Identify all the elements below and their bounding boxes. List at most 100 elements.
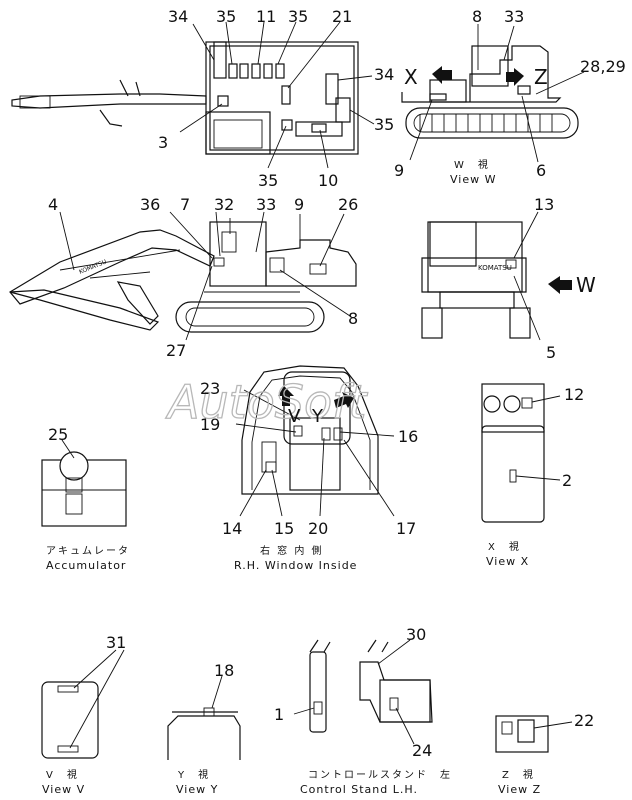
leader-12	[531, 395, 561, 403]
top-view-arm-cyl	[99, 79, 141, 127]
decal-11	[251, 63, 261, 79]
caption-view-v-jp: V 視	[46, 768, 79, 781]
leader-7	[215, 211, 221, 257]
leader-2829	[535, 71, 585, 95]
caption-view-y: View Y	[176, 783, 218, 796]
caption-view-y-jp: Y 視	[177, 768, 210, 781]
decal-13	[505, 259, 517, 269]
window-glass	[283, 371, 351, 445]
callout-34: 34	[168, 7, 188, 26]
callout-22: 22	[574, 711, 594, 730]
callout-27: 27	[166, 341, 186, 360]
callout-8b: 8	[348, 309, 358, 328]
callout-numbers: 34 35 11 35 21 34 35 3 35 10 8 33 28,29 …	[48, 7, 626, 760]
callout-9b: 9	[294, 195, 304, 214]
view-w-track-links	[419, 114, 553, 132]
arrow-v	[278, 386, 294, 406]
leader-1	[293, 707, 315, 715]
callout-28-29: 28,29	[580, 57, 626, 76]
callout-18: 18	[214, 661, 234, 680]
decal-8	[269, 257, 285, 273]
decal-16	[333, 427, 343, 441]
label-z: Z	[534, 65, 548, 89]
view-w-hood	[429, 79, 467, 103]
decal-9-w	[429, 93, 447, 101]
arrow-x	[432, 66, 452, 84]
callout-35d: 35	[258, 171, 278, 190]
leader-8b	[279, 269, 351, 317]
callout-21: 21	[332, 7, 352, 26]
leader-30	[377, 639, 411, 665]
caption-view-w: View W	[450, 173, 496, 186]
top-view-block	[213, 41, 227, 79]
callout-20: 20	[308, 519, 328, 538]
side-view-drawing	[9, 211, 357, 341]
view-x-panel-top	[481, 383, 545, 433]
decal-35b	[239, 63, 249, 79]
decal-19	[293, 425, 303, 437]
caption-view-w-jp: W 視	[454, 158, 490, 171]
rear-track-l	[421, 307, 443, 339]
caption-control-jp: コントロールスタンド 左	[308, 768, 452, 781]
window-lever	[261, 441, 277, 473]
side-track-inner	[185, 307, 315, 327]
caption-view-z-jp: Z 視	[502, 768, 535, 781]
callout-26: 26	[338, 195, 358, 214]
top-view-drawing	[11, 21, 375, 169]
brand-boom: KOMATSU	[78, 258, 108, 275]
callout-4: 4	[48, 195, 58, 214]
decal-21	[281, 85, 291, 105]
leader-3	[179, 103, 223, 133]
view-x-panel-bottom	[481, 425, 545, 523]
view-w-drawing	[401, 24, 585, 163]
decal-6	[517, 85, 531, 95]
control-stand-drawing	[293, 639, 433, 745]
view-y-frame	[167, 715, 241, 760]
decal-15	[265, 461, 277, 473]
callout-10: 10	[318, 171, 338, 190]
captions: W 視 View W X 視 View X アキュムレータ Accumulato…	[42, 158, 540, 796]
view-x-circle-2	[503, 395, 521, 413]
accum-body	[65, 477, 83, 493]
top-view-engine	[295, 121, 343, 137]
callout-9: 9	[394, 161, 404, 180]
leader-24	[395, 707, 415, 745]
callout-16: 16	[398, 427, 418, 446]
view-v-panel	[41, 681, 99, 759]
callout-15: 15	[274, 519, 294, 538]
decal-12	[521, 397, 533, 409]
brand-rear: KOMATSU	[478, 264, 512, 272]
callout-33b: 33	[256, 195, 276, 214]
decal-34b	[325, 73, 339, 105]
leader-34	[192, 23, 215, 61]
caption-window: R.H. Window Inside	[234, 559, 357, 572]
caption-view-x: View X	[486, 555, 529, 568]
leader-35e	[349, 109, 375, 125]
leader-2	[515, 475, 561, 481]
control-stand-body	[359, 661, 433, 723]
caption-control: Control Stand L.H.	[300, 783, 418, 796]
leader-5	[513, 275, 541, 341]
arrow-w	[548, 276, 572, 294]
side-arm	[9, 289, 160, 331]
label-v: V	[288, 406, 301, 427]
leader-19	[235, 423, 297, 433]
rear-counterweight	[421, 257, 527, 293]
caption-accumulator: Accumulator	[46, 559, 126, 572]
leader-15	[271, 469, 283, 517]
callout-17: 17	[396, 519, 416, 538]
leader-31a	[73, 649, 117, 689]
top-view-body-inner	[209, 45, 355, 151]
arrow-y	[334, 392, 354, 408]
top-view-bucket	[19, 95, 51, 109]
decal-35d	[275, 63, 285, 79]
callout-35a: 35	[216, 7, 236, 26]
top-view-cab	[205, 111, 271, 155]
leader-22	[533, 721, 573, 729]
view-v-decal-bottom	[57, 745, 79, 753]
callout-34b: 34	[374, 65, 394, 84]
leader-6	[521, 95, 539, 163]
caption-view-v: View V	[42, 783, 85, 796]
leader-31b	[69, 649, 125, 749]
